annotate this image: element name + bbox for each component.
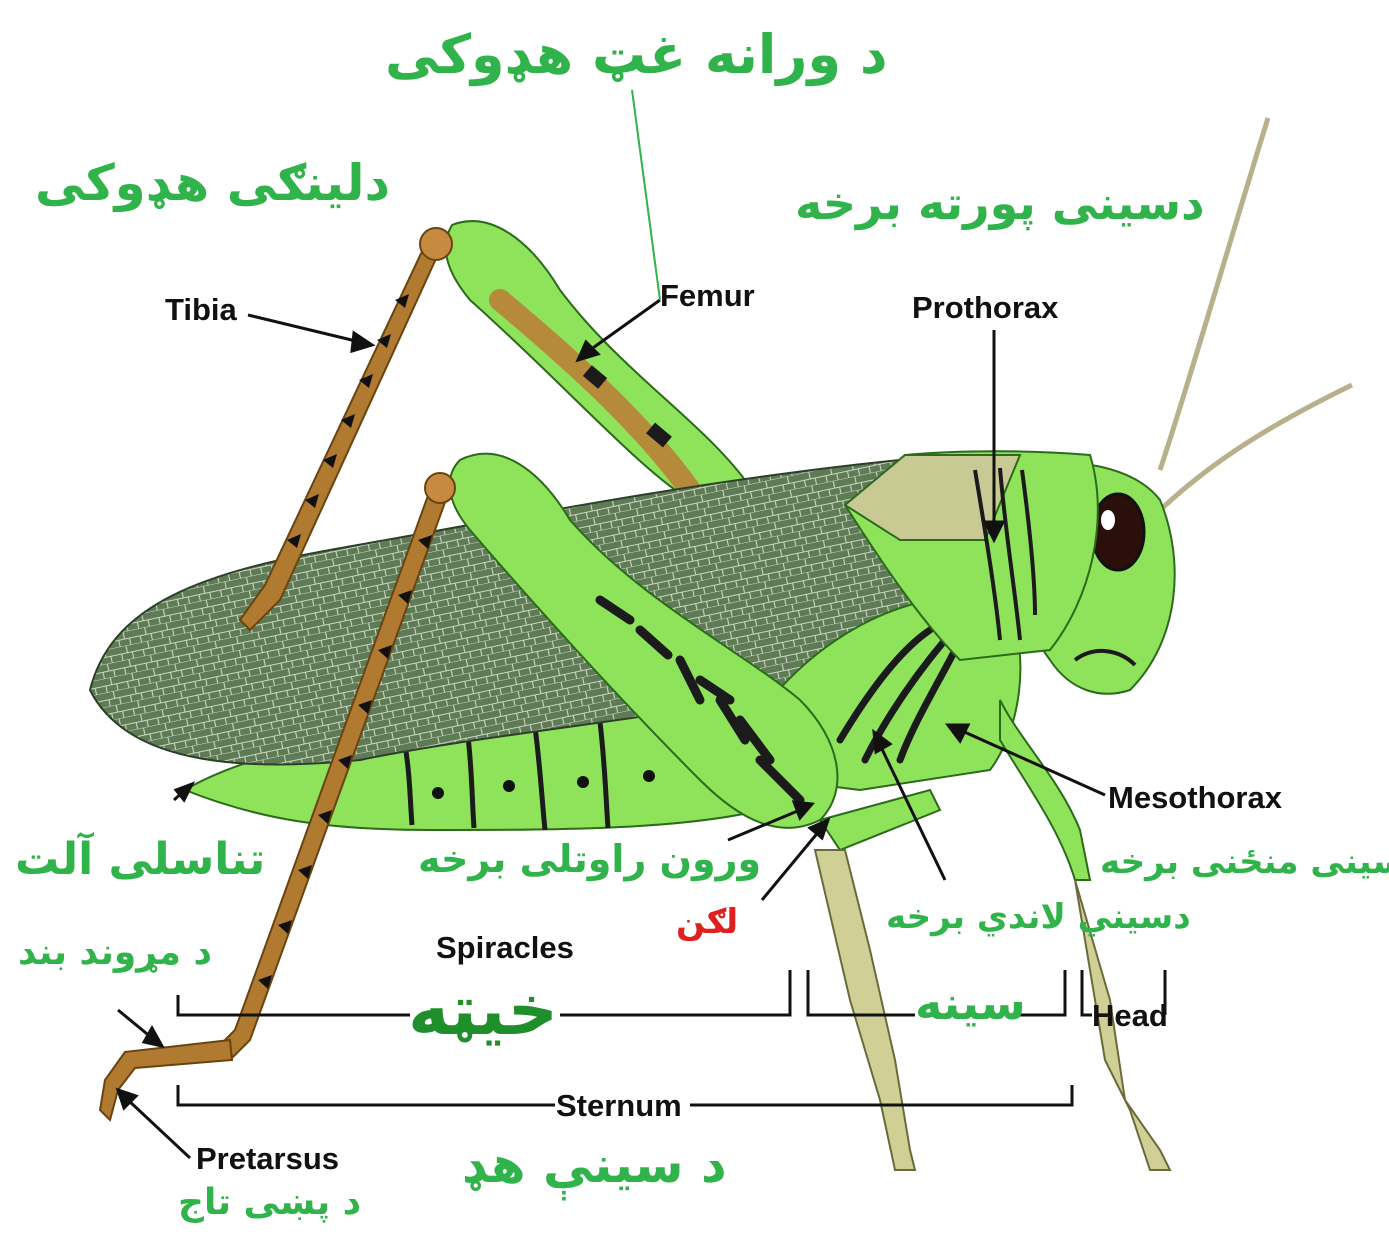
hind-tarsus — [100, 1040, 232, 1120]
prothorax-label: Prothorax — [912, 292, 1058, 323]
joint-pashto-label: د مړوند بند — [18, 935, 212, 971]
front-leg — [1000, 700, 1090, 880]
prothorax-pashto-label: دسینی پورته برخه — [795, 180, 1205, 226]
femur-green-pointer — [632, 90, 660, 300]
tibia-label: Tibia — [165, 294, 237, 325]
compound-eye — [1092, 494, 1144, 570]
hind-femur-pashto-label: د ورانه غټ هډوکی — [385, 28, 888, 82]
abdomen-pashto-label: خیټه — [408, 975, 558, 1045]
pretarsus-label: Pretarsus — [196, 1143, 339, 1174]
thorax-pashto-label: سینه — [915, 980, 1026, 1026]
mesothorax-pashto-label: د سینی منځنی برخه — [1100, 845, 1389, 879]
spiracles-label: Spiracles — [436, 932, 574, 963]
sternum-label: Sternum — [556, 1090, 682, 1121]
sternum-pashto-label: د سینې هډ — [462, 1140, 727, 1190]
head-label: Head — [1092, 1000, 1168, 1031]
genitalia-pashto-label: تناسلی آلت — [15, 838, 265, 882]
pretarsus-pashto-label: د پښی تاج — [178, 1185, 361, 1221]
middle-leg — [820, 790, 940, 850]
spiracles-pashto-label: ورون راوتلی برخه — [418, 840, 761, 878]
metathorax-pashto-label: دسيني لاندي برخه — [886, 900, 1191, 934]
tibia-pashto-label: دلینګی هډوکی — [35, 158, 390, 208]
coxa-pashto-label: لګن — [676, 905, 738, 939]
femur-label: Femur — [660, 280, 755, 311]
antenna — [1160, 118, 1268, 470]
mesothorax-label: Mesothorax — [1108, 782, 1282, 813]
